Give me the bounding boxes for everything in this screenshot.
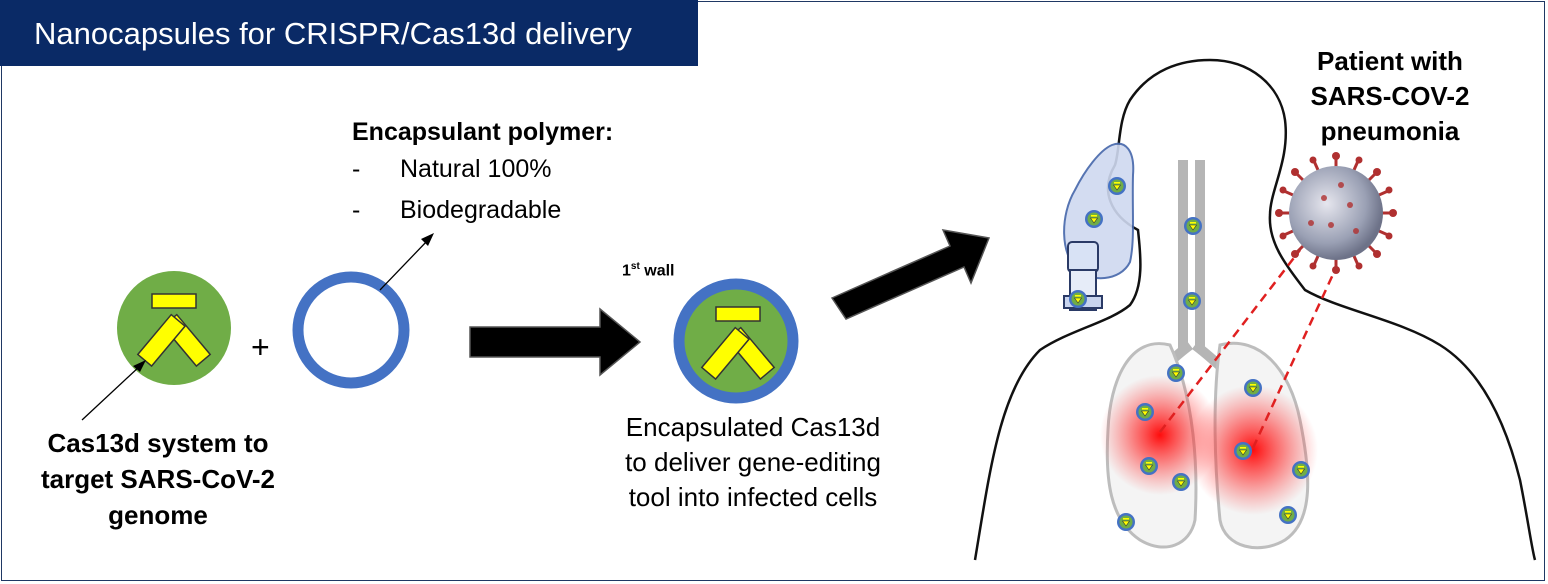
coronavirus-icon	[1275, 152, 1397, 274]
capsule-ring-icon	[292, 271, 410, 389]
wall-label-number: 1	[622, 262, 631, 280]
plus-sign: +	[251, 329, 270, 365]
encapsulated-label-line: tool into infected cells	[628, 482, 878, 512]
cas13d-label: Cas13d system to target SARS-CoV-2 genom…	[18, 425, 298, 533]
wall-label-sup: st	[630, 261, 640, 272]
cas13d-label-line: Cas13d system to	[47, 428, 269, 458]
lungs-icon	[1100, 160, 1318, 550]
wall-label-text: wall	[639, 262, 675, 280]
cas13d-label-line: target SARS-CoV-2	[40, 464, 276, 494]
polymer-item-bullet: -	[352, 196, 361, 224]
title-bar: Nanocapsules for CRISPR/Cas13d delivery	[0, 0, 698, 66]
arrow-diagonal-icon	[830, 229, 991, 320]
encapsulated-cas13d-icon	[673, 278, 799, 404]
infection-dashed-lines	[1159, 249, 1337, 449]
human-silhouette-icon	[973, 58, 1537, 561]
oxygen-mask-icon	[1063, 142, 1135, 311]
encapsulated-label: Encapsulated Cas13d to deliver gene-edit…	[588, 410, 918, 515]
patient-label: Patient with SARS-COV-2 pneumonia	[1290, 44, 1490, 149]
arrow-right-icon	[469, 307, 642, 377]
polymer-item-biodegradable: Biodegradable	[400, 196, 562, 224]
encapsulated-label-line: to deliver gene-editing	[625, 447, 881, 477]
patient-label-line: Patient with	[1317, 46, 1463, 76]
cas13d-label-line: genome	[108, 500, 208, 530]
cas13d-pointer-arrow	[81, 360, 146, 421]
patient-label-line: SARS-COV-2	[1310, 81, 1470, 111]
patient-label-line: pneumonia	[1320, 116, 1460, 146]
polymer-pointer-arrow	[379, 233, 434, 291]
polymer-item-bullet: -	[352, 155, 361, 183]
wall-label: 1st wall	[622, 261, 675, 280]
encapsulated-label-line: Encapsulated Cas13d	[625, 412, 881, 442]
polymer-heading: Encapsulant polymer:	[352, 118, 614, 146]
cas13d-icon	[117, 271, 231, 385]
polymer-item-natural: Natural 100%	[400, 155, 552, 183]
diagram-title: Nanocapsules for CRISPR/Cas13d delivery	[34, 16, 632, 51]
